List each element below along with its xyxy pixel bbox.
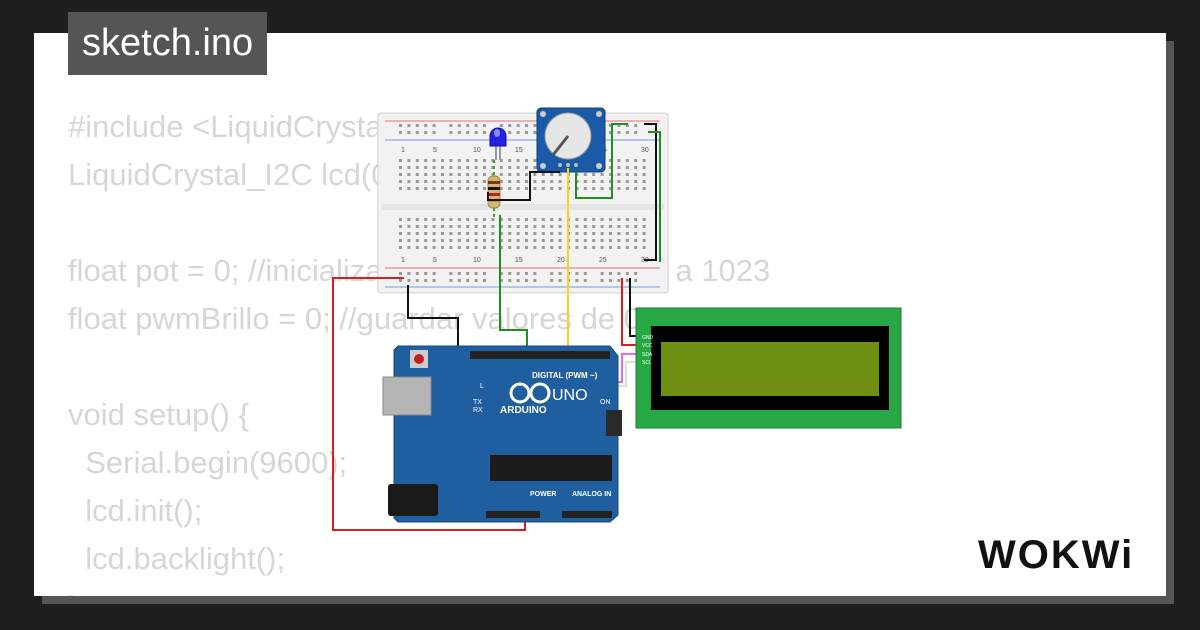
lcd-pin-sda: SDA bbox=[642, 352, 653, 358]
usb-port bbox=[382, 376, 432, 416]
code-line: Serial.begin(9600); bbox=[68, 445, 348, 480]
arduino-model: UNO bbox=[552, 387, 588, 404]
wires bbox=[332, 123, 661, 531]
wire-red-1 bbox=[332, 277, 526, 531]
wokwi-logo: WOKWi bbox=[978, 533, 1134, 577]
code-line: lcd.init(); bbox=[68, 493, 203, 528]
code-line: void setup() { bbox=[68, 397, 249, 432]
led[interactable] bbox=[489, 127, 507, 160]
col-label: 5 bbox=[433, 147, 437, 154]
lcd-pin-vcc: VCC bbox=[642, 343, 653, 349]
digital-header bbox=[470, 351, 610, 359]
code-line: } bbox=[68, 583, 770, 596]
col-label: 10 bbox=[473, 147, 481, 154]
col-label: 5 bbox=[433, 257, 437, 264]
lcd-pin-scl: SCL bbox=[642, 360, 652, 366]
arduino-brand: ARDUINO bbox=[500, 405, 547, 416]
col-label: 15 bbox=[515, 147, 523, 154]
power-jack bbox=[388, 484, 438, 516]
col-label: 30 bbox=[641, 147, 649, 154]
wire-red-2 bbox=[621, 278, 640, 346]
digital-label: DIGITAL (PWM ~) bbox=[532, 371, 598, 380]
lcd-pin-gnd: GND bbox=[642, 335, 654, 341]
wire-black-3 bbox=[407, 285, 459, 354]
breadboard-holes bbox=[399, 124, 646, 282]
l-label: L bbox=[480, 383, 484, 390]
tx-label: TX bbox=[473, 399, 482, 406]
wire-green-3 bbox=[499, 215, 528, 354]
on-label: ON bbox=[600, 399, 611, 406]
col-label: 10 bbox=[473, 257, 481, 264]
wire-black-2 bbox=[644, 123, 657, 261]
icsp-header bbox=[606, 410, 622, 436]
wire-green-1 bbox=[575, 123, 628, 199]
lcd-1602-i2c[interactable]: GND VCC SDA SCL bbox=[635, 307, 902, 429]
breadboard[interactable]: 1 5 10 15 20 25 30 1 5 10 15 20 25 30 bbox=[377, 112, 669, 294]
col-label: 1 bbox=[401, 257, 405, 264]
wire-green-2 bbox=[648, 131, 661, 262]
file-tab[interactable]: sketch.ino bbox=[68, 12, 268, 75]
power-label: POWER bbox=[530, 491, 556, 498]
analog-label: ANALOG IN bbox=[572, 491, 611, 498]
atmega-chip bbox=[490, 455, 612, 481]
potentiometer[interactable] bbox=[536, 107, 606, 173]
code-line: lcd.backlight(); bbox=[68, 541, 286, 576]
rx-label: RX bbox=[473, 407, 483, 414]
analog-header bbox=[562, 511, 612, 518]
file-tab-title: sketch.ino bbox=[82, 22, 254, 64]
power-header bbox=[486, 511, 540, 518]
arduino-uno[interactable]: DIGITAL (PWM ~) ARDUINO UNO ON TX RX L P… bbox=[382, 345, 622, 523]
col-label: 25 bbox=[599, 257, 607, 264]
col-label: 20 bbox=[557, 257, 565, 264]
wire-black-1 bbox=[487, 171, 560, 201]
col-label: 1 bbox=[401, 147, 405, 154]
col-label: 15 bbox=[515, 257, 523, 264]
